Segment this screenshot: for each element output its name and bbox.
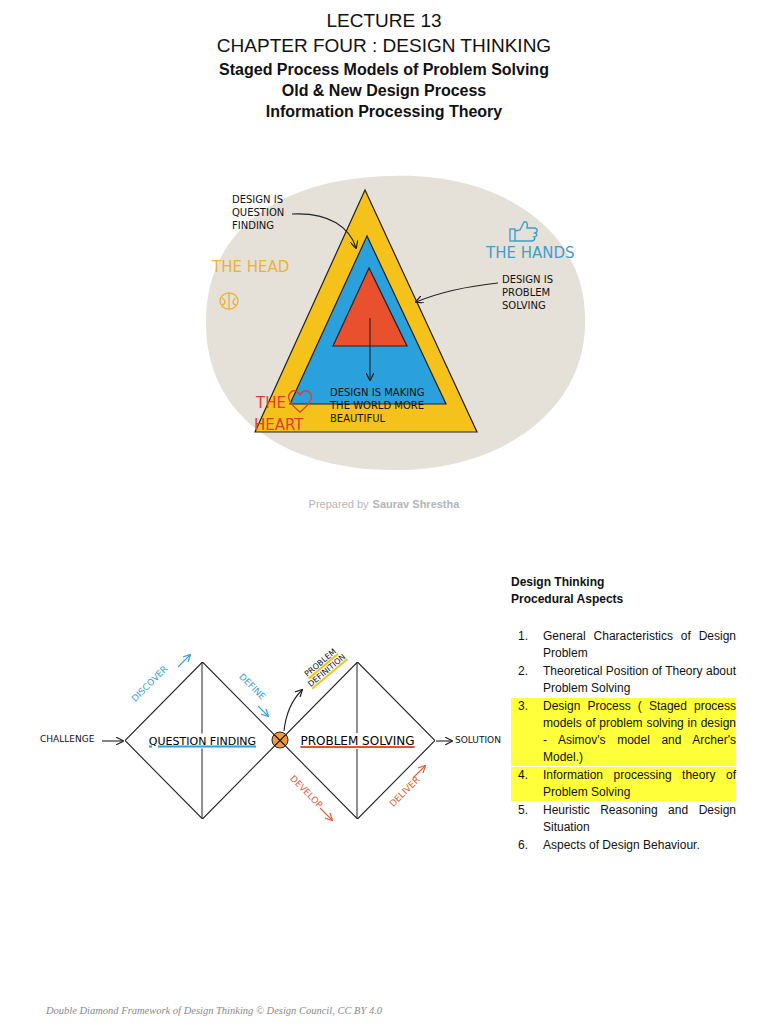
topic-list: 1.General Characteristics of Design Prob…: [511, 628, 736, 855]
leader-arrow: [369, 318, 370, 380]
phase-arrow: [178, 655, 190, 667]
diamond-shape: [125, 662, 280, 819]
phase-label: DEVELOP: [287, 773, 324, 810]
phase-arrow: [320, 808, 332, 820]
list-heading: Design Thinking: [511, 575, 741, 590]
phase-label: DELIVER: [388, 775, 423, 810]
subtitle: Information Processing Theory: [0, 102, 768, 122]
leader-arrow: [416, 283, 498, 302]
part-name: THE HEAD: [212, 258, 302, 277]
list-item: 6.Aspects of Design Behaviour.: [511, 837, 736, 854]
annotation: DESIGN IS PROBLEM SOLVING: [502, 273, 566, 312]
annotation: PROBLEM DEFINITION: [295, 640, 354, 694]
output-label: SOLUTION: [455, 735, 515, 746]
phase-name: PROBLEM SOLVING: [297, 733, 417, 749]
background-blob: [206, 176, 585, 470]
list-item: 4.Information processing theory of Probl…: [511, 767, 736, 801]
item-text: General Characteristics of Design Proble…: [543, 628, 736, 662]
figure-caption: Double Diamond Framework of Design Think…: [46, 1005, 646, 1016]
definition-arrow: [284, 690, 302, 731]
thumbs-up-icon: [510, 222, 537, 241]
list-item: 5.Heuristic Reasoning and Design Situati…: [511, 802, 736, 836]
phase-arrow: [258, 706, 268, 716]
leader-arrow: [292, 214, 356, 248]
heart-icon: [288, 391, 311, 412]
phase-name: QUESTION FINDING: [146, 733, 259, 748]
author-name: Saurav Shrestha: [373, 498, 460, 510]
item-number: 6.: [511, 837, 543, 854]
page-title: LECTURE 13: [0, 10, 768, 32]
item-number: 1.: [511, 628, 543, 662]
input-label: CHALLENGE: [40, 734, 102, 745]
item-text: Aspects of Design Behaviour.: [543, 837, 736, 854]
item-text: Theoretical Position of Theory about Pro…: [543, 663, 736, 697]
list-heading: Procedural Aspects: [511, 592, 741, 607]
phase-label: DEFINE: [236, 671, 267, 702]
list-item: 1.General Characteristics of Design Prob…: [511, 628, 736, 662]
credit-text: Prepared by: [309, 498, 369, 510]
item-number: 3.: [511, 698, 543, 766]
phase-label: DISCOVER: [130, 664, 171, 705]
part-name: THE: [256, 394, 296, 413]
item-number: 2.: [511, 663, 543, 697]
chapter-heading: CHAPTER FOUR : DESIGN THINKING: [0, 34, 768, 58]
item-text: Heuristic Reasoning and Design Situation: [543, 802, 736, 836]
middle-triangle: [290, 236, 446, 404]
annotation: DESIGN IS MAKING THE WORLD MORE BEAUTIFU…: [330, 386, 442, 425]
list-item: 2.Theoretical Position of Theory about P…: [511, 663, 736, 697]
item-number: 5.: [511, 802, 543, 836]
item-text: Design Process ( Staged process models o…: [543, 698, 736, 766]
credit-line: Prepared by Saurav Shrestha: [0, 498, 768, 510]
solution-arrow: [436, 740, 452, 741]
part-name: HEART: [254, 416, 314, 435]
item-number: 4.: [511, 767, 543, 801]
subtitle: Old & New Design Process: [0, 81, 768, 101]
item-text: Information processing theory of Problem…: [543, 767, 736, 801]
diamond-shape: [280, 662, 435, 819]
list-item: 3.Design Process ( Staged process models…: [511, 698, 736, 766]
part-name: THE HANDS: [486, 244, 586, 263]
phase-diamond: PROBLEM SOLVING: [280, 662, 435, 819]
phase-diamond: QUESTION FINDING: [125, 662, 280, 819]
brain-icon: [220, 293, 238, 309]
subtitle: Staged Process Models of Problem Solving: [0, 60, 768, 80]
annotation: DESIGN IS QUESTION FINDING: [232, 193, 296, 232]
challenge-arrow: [102, 740, 123, 741]
outer-triangle: [255, 190, 477, 432]
